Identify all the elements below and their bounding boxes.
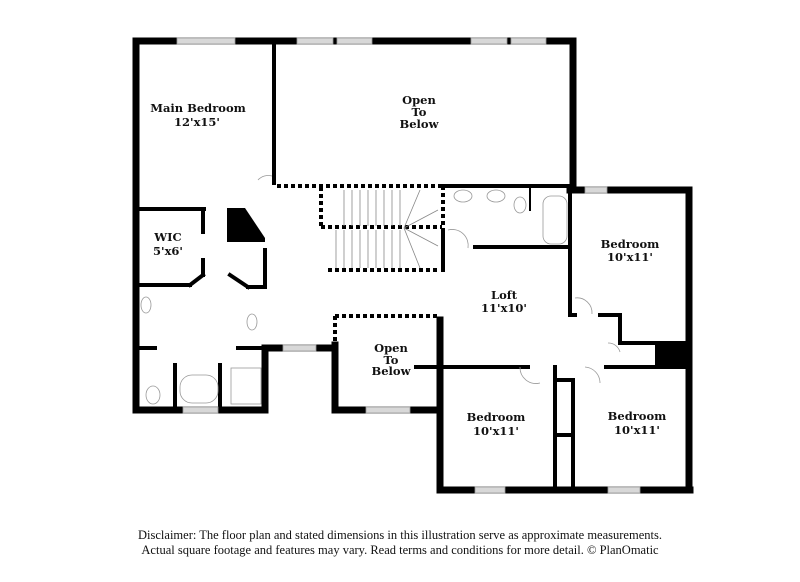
room-name: Bedroom: [601, 237, 660, 251]
disclaimer-line-2: Actual square footage and features may v…: [141, 543, 659, 557]
floor-plan: Main Bedroom 12'x15' Open To Below WIC 5…: [132, 37, 694, 494]
room-dims: 10'x11': [614, 423, 660, 437]
room-name: Loft: [491, 288, 518, 302]
room-dims: 12'x15': [174, 115, 220, 129]
room-dims: 11'x10': [481, 301, 527, 315]
disclaimer-line-1: Disclaimer: The floor plan and stated di…: [138, 528, 662, 542]
windows: [176, 37, 641, 494]
room-labels: Main Bedroom 12'x15' Open To Below WIC 5…: [150, 93, 666, 438]
room-line: To: [384, 353, 399, 367]
room-name: Bedroom: [467, 410, 526, 424]
room-line: Open: [402, 93, 436, 107]
room-line: Below: [400, 117, 440, 131]
room-line: To: [412, 105, 427, 119]
chimney-block: [227, 208, 265, 242]
room-name: Bedroom: [608, 409, 667, 423]
room-line: Below: [372, 364, 412, 378]
fixtures: [140, 175, 621, 405]
stairs: [335, 189, 439, 269]
room-dims: 5'x6': [153, 244, 183, 258]
room-dims: 10'x11': [473, 424, 519, 438]
open-to-below-railings: [277, 184, 445, 345]
room-name: WIC: [153, 230, 181, 244]
closet-block: [655, 343, 689, 367]
room-name: Main Bedroom: [150, 101, 246, 115]
room-line: Open: [374, 341, 408, 355]
room-dims: 10'x11': [607, 250, 653, 264]
